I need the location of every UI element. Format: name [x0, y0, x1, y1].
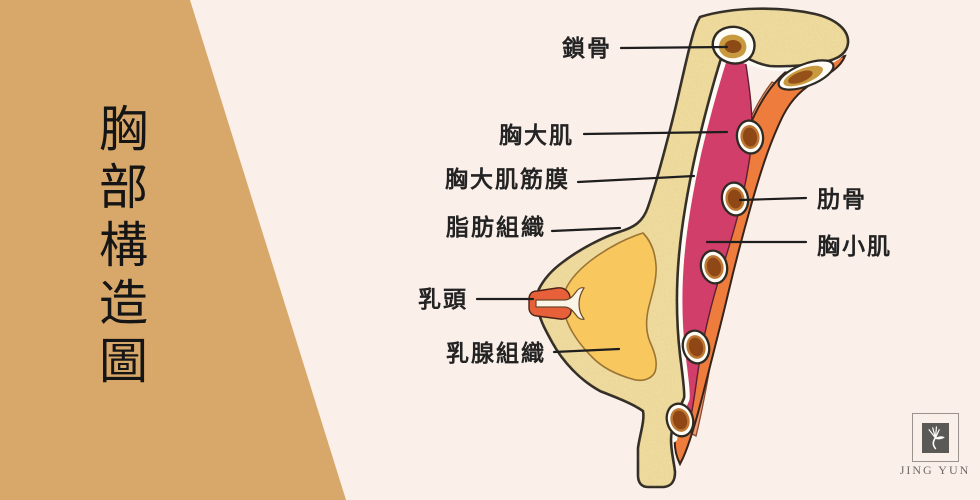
- label-clavicle: 鎖骨: [562, 35, 612, 61]
- leader-line-clavicle: [619, 45, 729, 50]
- label-nipple: 乳頭: [418, 286, 468, 312]
- label-rib: 肋骨: [817, 186, 867, 212]
- rib-bone: [665, 402, 695, 438]
- logo-frame: [912, 413, 959, 462]
- label-pectoralis-minor: 胸小肌: [817, 233, 892, 259]
- milk-duct-shape: [535, 287, 586, 320]
- logo-text: JING YUN: [899, 463, 971, 477]
- leader-line-rib: [738, 196, 808, 202]
- page-title: 胸部構造圖: [92, 103, 146, 393]
- clavicle-bone: [711, 25, 756, 65]
- leader-line-mammary-gland: [552, 347, 621, 354]
- rib-bone: [681, 329, 711, 365]
- label-pectoralis-major-fascia: 胸大肌筋膜: [445, 166, 570, 192]
- rib-bone: [735, 119, 765, 155]
- leader-line-fascia: [576, 174, 696, 184]
- leader-line-pectoralis-major: [582, 130, 729, 136]
- label-adipose-tissue: 脂肪組織: [446, 214, 546, 240]
- mammary-gland-shape: [562, 232, 657, 382]
- bird-of-paradise-flower-icon: [928, 425, 945, 449]
- leader-line-adipose: [550, 226, 622, 233]
- rib-bone: [720, 181, 750, 217]
- rib-bone: [699, 249, 729, 285]
- upper-bone: [777, 59, 835, 91]
- label-pectoralis-major: 胸大肌: [499, 122, 574, 148]
- logo-square: [922, 422, 949, 453]
- label-mammary-gland: 乳腺組織: [446, 340, 546, 366]
